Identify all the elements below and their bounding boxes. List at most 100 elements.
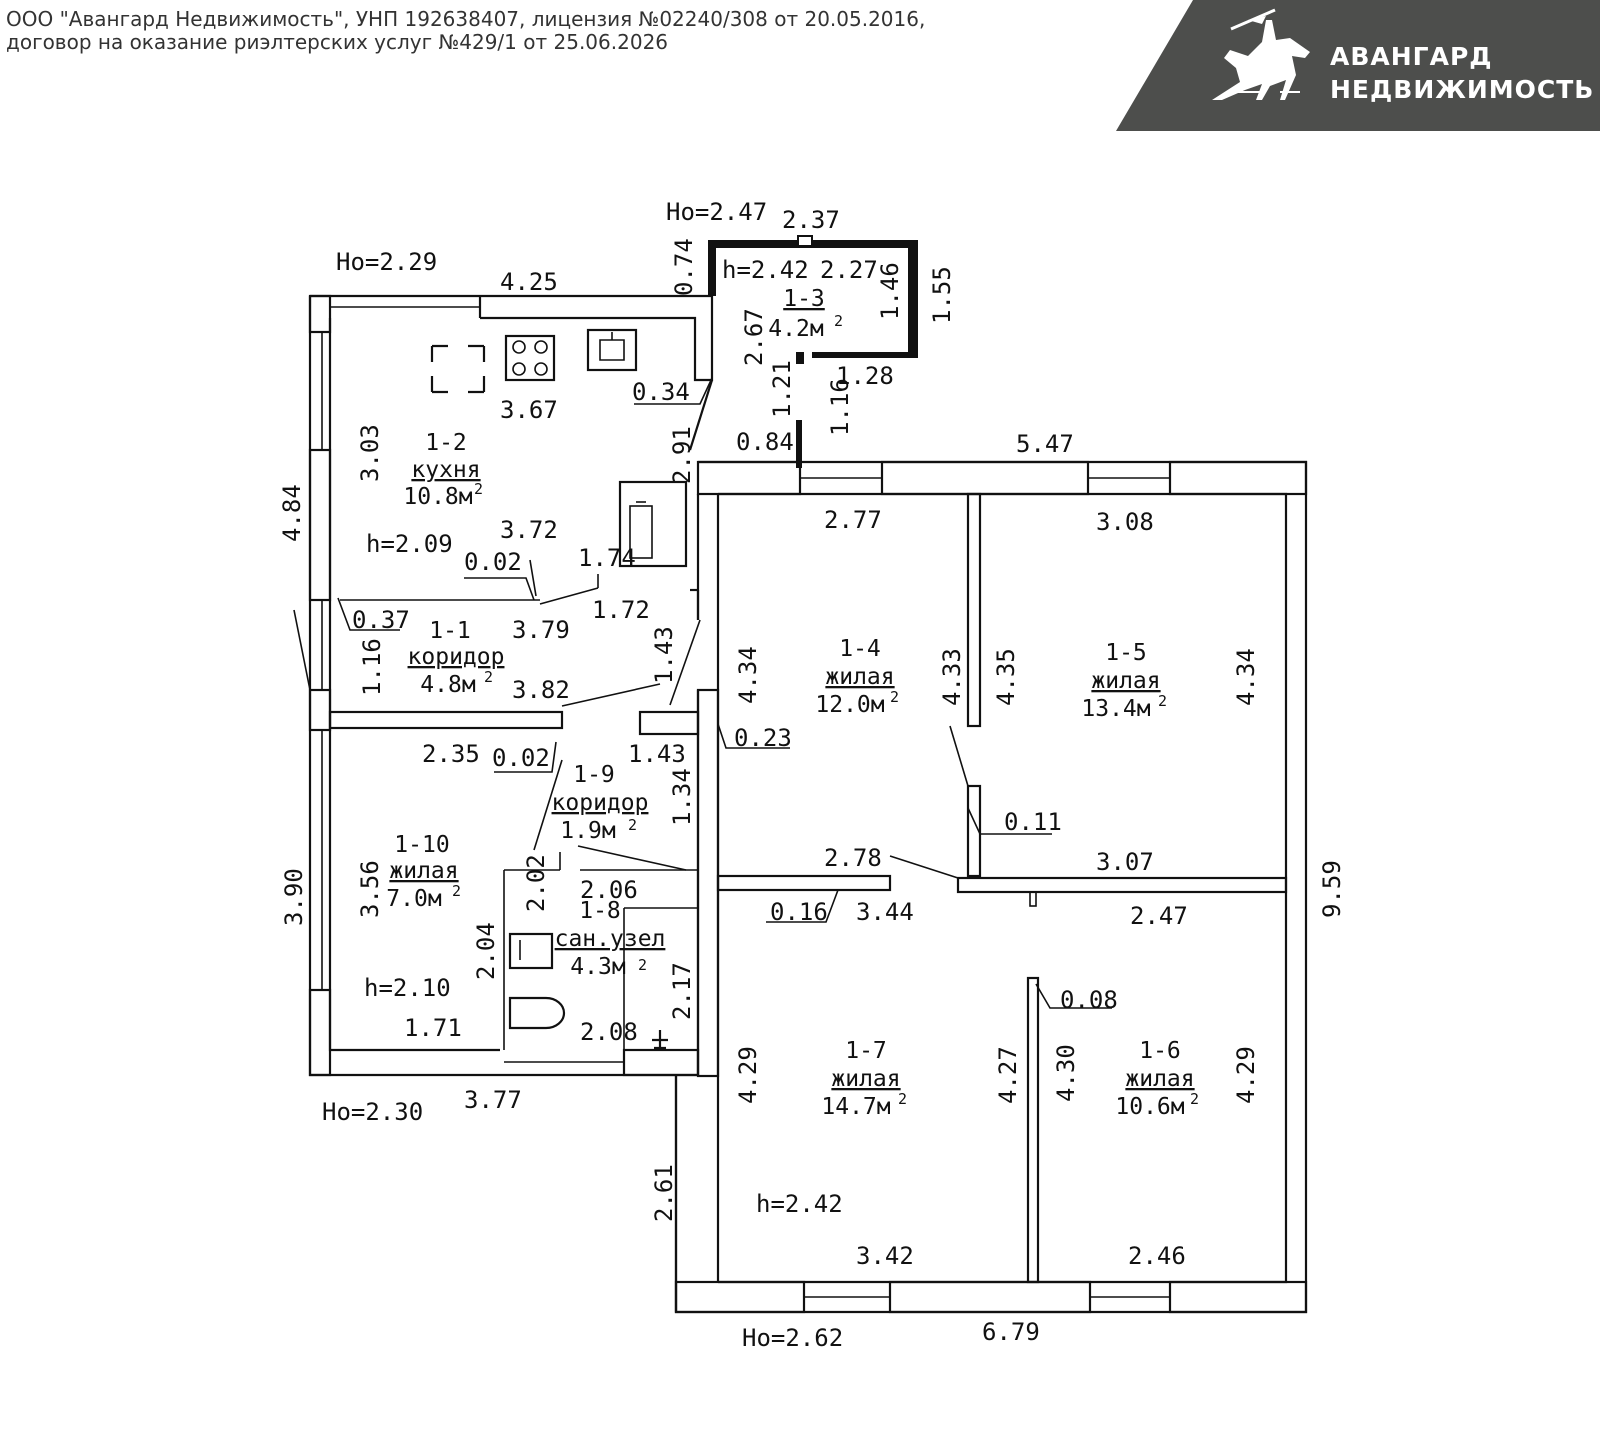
dim: 0.02 [464,548,522,576]
room-labels: 1-2 кухня 10.8м 2 1-3 4.2м 2 1-1 коридор… [386,286,1199,1120]
room-1-6: 1-6 жилая 10.6м 2 [1115,1038,1199,1120]
dim: 2.04 [472,922,500,980]
boiler-icon [618,480,688,568]
walls [308,235,1308,1314]
svg-text:коридор: коридор [408,644,505,670]
svg-text:1-7: 1-7 [845,1038,887,1064]
dim: 3.77 [464,1086,522,1114]
svg-text:жилая: жилая [389,858,458,884]
svg-text:10.6м: 10.6м [1115,1094,1184,1120]
svg-text:1-6: 1-6 [1139,1038,1181,1064]
svg-text:2: 2 [890,688,899,706]
svg-text:1-1: 1-1 [429,618,471,644]
svg-text:1-9: 1-9 [573,762,615,788]
dim: 4.84 [278,484,306,542]
svg-text:1-5: 1-5 [1105,640,1147,666]
dim: 1.46 [876,262,904,320]
dim: 4.33 [938,648,966,706]
dim: 2.02 [522,854,550,912]
dim: 2.06 [580,876,638,904]
license-line-1: ООО "Авангард Недвижимость", УНП 1926384… [6,7,926,31]
svg-text:жилая: жилая [1125,1066,1194,1092]
dim: 0.11 [1004,808,1062,836]
dim: 3.42 [856,1242,914,1270]
dim: 6.79 [982,1318,1040,1346]
svg-text:жилая: жилая [831,1066,900,1092]
dim: 3.82 [512,676,570,704]
dim: 9.59 [1318,860,1346,918]
svg-text:1-8: 1-8 [579,898,621,924]
dim: 3.90 [280,868,308,926]
svg-text:1-10: 1-10 [394,832,449,858]
dim: 0.02 [492,744,550,772]
dim: 1.16 [826,378,854,436]
height-h-210: h=2.10 [364,974,451,1002]
room-1-4: 1-4 жилая 12.0м 2 [815,636,899,718]
room-1-1: 1-1 коридор 4.8м 2 [408,618,505,698]
svg-text:14.7м: 14.7м [821,1094,890,1120]
svg-text:2: 2 [628,816,637,834]
svg-text:жилая: жилая [825,664,894,690]
svg-text:2: 2 [452,882,461,900]
stove-icon [504,334,556,382]
dim: 0.37 [352,606,410,634]
svg-text:13.4м: 13.4м [1081,696,1150,722]
dim: 0.23 [734,724,792,752]
svg-text:1-3: 1-3 [783,286,825,312]
dim: 1.71 [404,1014,462,1042]
svg-text:2: 2 [898,1090,907,1108]
svg-text:коридор: коридор [552,790,649,816]
room-1-7: 1-7 жилая 14.7м 2 [821,1038,907,1120]
height-ho-247: Ho=2.47 [666,198,767,226]
dim: 2.61 [650,1164,678,1222]
height-h-242-bottom: h=2.42 [756,1190,843,1218]
dim: 2.78 [824,844,882,872]
dim: 2.46 [1128,1242,1186,1270]
dim: 2.35 [422,740,480,768]
svg-text:кухня: кухня [411,457,480,483]
dim: 4.34 [1232,648,1260,706]
dim: 3.56 [356,860,384,918]
dim: 1.28 [836,362,894,390]
dim: 4.27 [994,1046,1022,1104]
svg-text:7.0м: 7.0м [386,886,442,912]
dim: 2.47 [1130,902,1188,930]
toilet-icon [508,996,566,1030]
room-1-2: 1-2 кухня 10.8м 2 [403,430,483,510]
dim: 1.43 [628,740,686,768]
dim: 1.43 [650,626,678,684]
room-1-10: 1-10 жилая 7.0м 2 [386,832,461,912]
dim: 1.16 [358,638,386,696]
dim: 2.91 [668,426,696,484]
svg-text:1-2: 1-2 [425,430,467,456]
dimension-labels: 4.25 2.37 0.74 2.27 1.46 1.55 2.67 0.34 … [278,206,1346,1346]
dim: 4.35 [992,648,1020,706]
svg-text:2: 2 [484,668,493,686]
svg-text:2: 2 [474,480,483,498]
room-1-5: 1-5 жилая 13.4м 2 [1081,640,1167,722]
dim: 2.17 [668,962,696,1020]
dim: 2.67 [740,308,768,366]
bathtub-icon [508,932,554,970]
dim: 3.44 [856,898,914,926]
dim: 4.29 [734,1046,762,1104]
height-ho-262: Ho=2.62 [742,1324,843,1352]
dim: 3.67 [500,396,558,424]
dim: 2.08 [580,1018,638,1046]
svg-text:2: 2 [1190,1090,1199,1108]
height-h-242-top: h=2.42 [722,256,809,284]
dim: 2.27 [820,256,878,284]
dim: 4.29 [1232,1046,1260,1104]
dim: 1.72 [592,596,650,624]
dim: 0.08 [1060,986,1118,1014]
license-line-2: договор на оказание риэлтерских услуг №4… [6,30,669,54]
height-h-209: h=2.09 [366,530,453,558]
table-icon [430,344,486,394]
dim: 2.37 [782,206,840,234]
dim: 3.03 [356,424,384,482]
svg-text:2: 2 [834,312,843,330]
room-1-3: 1-3 4.2м 2 [768,286,843,342]
svg-text:сан.узел: сан.узел [555,926,666,952]
dim: 3.72 [500,516,558,544]
